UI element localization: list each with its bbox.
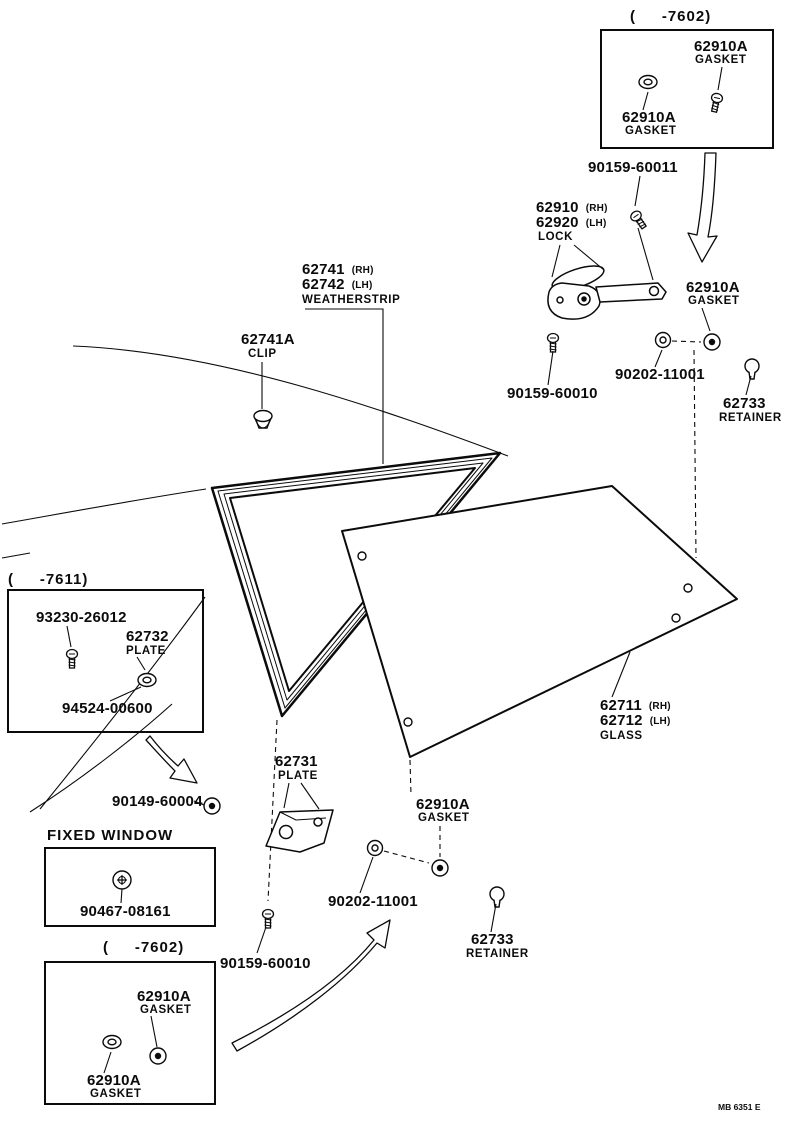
part-label: PLATE [278,770,318,782]
part-number: 62732 [126,628,169,645]
part-number: 62910A [694,38,748,55]
fixed-window-title: FIXED WINDOW [47,827,173,844]
part-number: 90159-60010 [220,955,311,972]
part-label: RETAINER [466,948,529,960]
dashed-locator-lines [267,340,702,902]
glass-hole [683,583,693,593]
gasket-icon [638,74,658,90]
inset-top-header: ( -7602) [630,8,711,25]
part-number: 62910(RH) [536,199,608,216]
part-label: LOCK [538,231,573,243]
part-label: GASKET [688,295,740,307]
part-number: 62731 [275,753,318,770]
part-number: 90467-08161 [80,903,171,920]
inset-box-top [600,29,774,149]
gasket-icon [431,859,449,877]
part-number: 90159-60010 [507,385,598,402]
part-number: 62910A [137,988,191,1005]
lock-drawing [547,265,667,320]
page-code: MB 6351 E [718,1102,761,1112]
inset-box-bottom [44,961,216,1105]
part-number: 62733 [723,395,766,412]
part-label: GLASS [600,730,643,742]
part-number: 93230-26012 [36,609,127,626]
gasket-icon [102,1034,122,1050]
fixed-window-box [44,847,216,927]
part-number: 62711(RH) [600,697,671,714]
inset-box-left [7,589,204,733]
part-label: GASKET [625,125,677,137]
arrow-diagonal-icon [145,735,198,784]
part-label: WEATHERSTRIP [302,294,400,306]
part-number: 90149-60004 [112,793,203,810]
leader-lines [66,66,752,1074]
part-number: 62733 [471,931,514,948]
part-number: 62910A [686,279,740,296]
screw-icon [261,908,275,929]
part-number: 90202-11001 [328,893,418,910]
part-number: 62712(LH) [600,712,671,729]
glass-hole [671,613,681,623]
clip-62741a-drawing [253,409,273,429]
part-number: 62741(RH) [302,261,374,278]
plate-62731-drawing [265,809,334,853]
glass-hole [357,551,367,561]
retainer-icon [489,886,505,908]
part-number: 62910A [416,796,470,813]
arrow-down-icon [687,152,718,263]
car-body-lines [1,345,509,813]
screw-icon [65,648,79,669]
part-label: RETAINER [719,412,782,424]
nut-icon [137,672,157,688]
glass-hole [403,717,413,727]
part-number: 90159-60011 [588,159,678,176]
part-label: GASKET [90,1088,142,1100]
retainer-icon [744,358,760,380]
washer-icon [366,839,384,857]
part-number: 94524-00600 [62,700,153,717]
stud-icon [203,797,221,815]
gasket-icon [703,333,721,351]
part-number: 90202-11001 [615,366,705,383]
flow-arrows [145,152,718,1052]
part-label: CLIP [248,348,277,360]
part-label: GASKET [140,1004,192,1016]
inset-left-header: ( -7611) [8,571,88,588]
part-number: 62910A [622,109,676,126]
washer-icon [654,331,672,349]
part-number: 62741A [241,331,295,348]
arrow-curved-icon [231,919,391,1052]
glass-shape [341,485,738,758]
part-label: GASKET [418,812,470,824]
gasket-icon [149,1047,167,1065]
inset-bottom-header: ( -7602) [103,939,184,956]
part-number: 62742(LH) [302,276,373,293]
part-label: PLATE [126,645,166,657]
screw-90467-icon [112,870,132,890]
screw-icon [546,332,560,353]
screw-icon [628,208,650,232]
part-label: GASKET [695,54,747,66]
part-number: 62920(LH) [536,214,607,231]
gasket-icon [708,91,724,114]
part-number: 62910A [87,1072,141,1089]
